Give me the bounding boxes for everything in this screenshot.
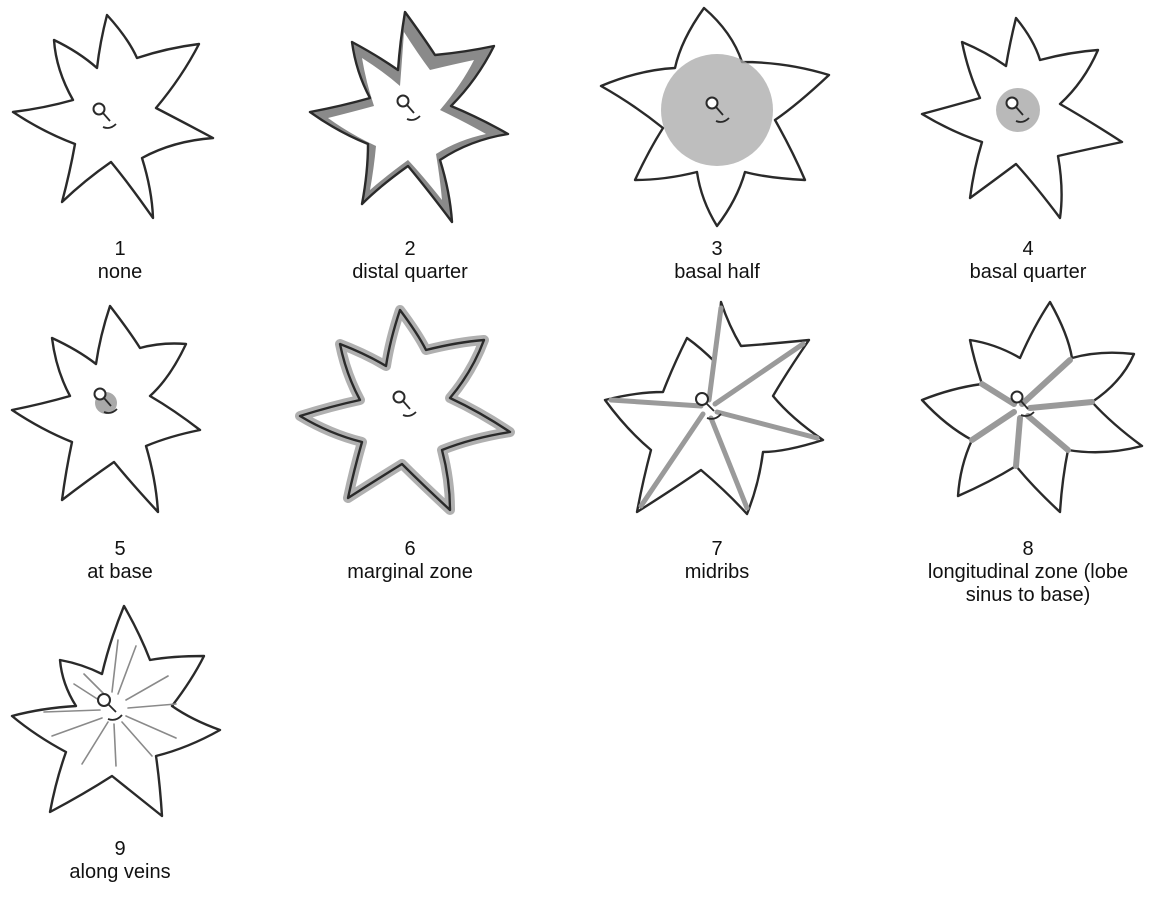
pistil-head: [1012, 392, 1023, 403]
flower-item-9: 9 along veins: [0, 600, 240, 898]
flower-illustration-at-base: [0, 300, 240, 530]
item-number: 3: [597, 238, 837, 261]
flower-illustration-along-veins: [0, 600, 240, 830]
flower-illustration-longitudinal-zone: [908, 300, 1148, 530]
item-number: 8: [908, 538, 1148, 561]
flower-item-4: 4 basal quarter: [908, 0, 1148, 290]
flower-item-5: 5 at base: [0, 300, 240, 590]
pistil-head: [95, 389, 106, 400]
pistil-head: [1007, 98, 1018, 109]
item-label: along veins: [0, 861, 240, 884]
item-number: 1: [0, 238, 240, 261]
flower-item-2: 2 distal quarter: [290, 0, 530, 290]
item-number: 7: [597, 538, 837, 561]
flower-item-3: 3 basal half: [597, 0, 837, 290]
item-label: distal quarter: [290, 261, 530, 284]
pistil-head: [398, 96, 409, 107]
flower-illustration-distal-quarter: [290, 0, 530, 230]
item-label: basal quarter: [908, 261, 1148, 284]
pistil-head: [707, 98, 718, 109]
flower-illustration-basal-quarter: [908, 0, 1148, 230]
item-number: 2: [290, 238, 530, 261]
pistil-head: [94, 104, 105, 115]
item-number: 4: [908, 238, 1148, 261]
item-label: at base: [0, 561, 240, 584]
item-label: midribs: [597, 561, 837, 584]
flower-item-8: 8 longitudinal zone (lobe sinus to base): [908, 300, 1148, 620]
item-number: 6: [290, 538, 530, 561]
item-label-line-1: longitudinal zone (lobe: [908, 561, 1148, 584]
item-number: 5: [0, 538, 240, 561]
item-number: 9: [0, 838, 240, 861]
flower-illustration-none: [0, 0, 240, 230]
flower-illustration-midribs: [597, 300, 837, 530]
corolla-outline: [13, 15, 213, 218]
basal-half-shading: [661, 54, 773, 166]
item-label: basal half: [597, 261, 837, 284]
corolla-outline: [605, 302, 823, 514]
flower-item-6: 6 marginal zone: [290, 300, 530, 590]
flower-item-7: 7 midribs: [597, 300, 837, 590]
item-label: marginal zone: [290, 561, 530, 584]
flower-illustration-basal-half: [597, 0, 837, 230]
flower-item-1: 1 none: [0, 0, 240, 290]
pistil-head: [394, 392, 405, 403]
flower-illustration-marginal-zone: [290, 300, 530, 530]
item-label-line-2: sinus to base): [908, 584, 1148, 607]
item-label: none: [0, 261, 240, 284]
